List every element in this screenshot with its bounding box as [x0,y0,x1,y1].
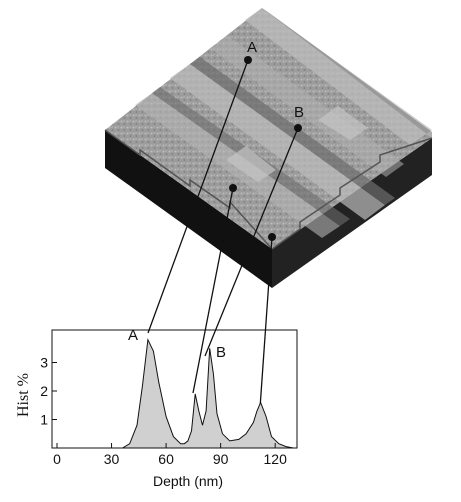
terrace-cross-shelf [318,106,368,140]
terrace-cross-shelf [226,146,276,182]
surface-label-b: B [294,104,304,121]
y-tick-label: 1 [40,412,48,428]
terrace-shadow [262,8,432,138]
surface-block-right-face [272,138,432,288]
y-tick-label: 3 [40,355,48,371]
terrace-ridge [245,8,432,145]
x-axis-ticks: 0 30 60 90 120 [53,443,287,467]
x-tick-label: 30 [104,451,120,467]
terrace-ridge [210,36,404,177]
connector-a [147,59,249,334]
marker-dot-b [294,124,302,132]
x-tick-label: 0 [53,451,61,467]
y-tick-label: 2 [40,383,48,399]
histogram-area [57,337,294,449]
connector-d [259,236,273,409]
surface-block-left-face [105,130,272,288]
connector-b [204,127,299,357]
y-axis-ticks: 1 2 3 [40,355,57,428]
x-tick-label: 90 [213,451,229,467]
depth-histogram: 0 30 60 90 120 1 2 3 Depth (nm) Hist % A B [15,327,298,489]
block-right-edge-steps [271,137,433,250]
x-tick-label: 120 [264,451,288,467]
peak-label-b: B [216,344,226,361]
terrace-shadow [190,57,395,205]
afm-surface [104,8,433,288]
connector-c [192,187,234,394]
surface-label-a: A [247,39,257,56]
y-axis-label: Hist % [15,373,32,417]
terrace-ridge [170,64,385,220]
x-tick-label: 60 [158,451,174,467]
connector-lines [147,59,299,409]
peak-label-a: A [128,327,138,344]
x-axis-label: Depth (nm) [153,473,223,489]
